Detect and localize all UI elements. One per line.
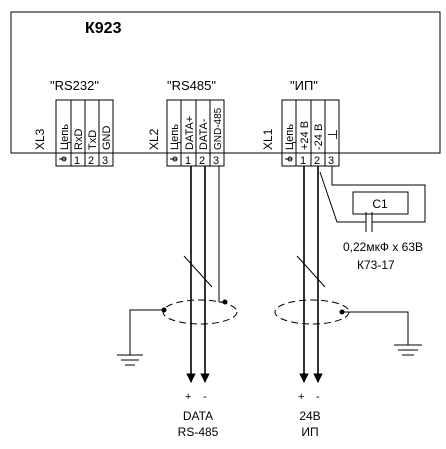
capacitor-lead-minus: [319, 171, 366, 223]
pin-number-3: 3: [213, 155, 219, 167]
pin-number-1: 1: [185, 155, 191, 167]
device-title: К923: [85, 20, 122, 37]
connector-xl2: "RS485" XL2 Цепь DATA+ DATA- GND-485 1 2…: [147, 78, 225, 167]
pin-number-2: 2: [199, 155, 205, 167]
ground-tap-icon: [59, 156, 67, 162]
pin-label-gnd: GND: [101, 126, 113, 151]
twisted-pair-mark: [183, 255, 213, 288]
connector-group-label: "RS485": [167, 78, 216, 93]
connector-id: XL3: [33, 128, 47, 150]
pin-label-circuit: Цепь: [59, 124, 71, 150]
shield-ground-wire: [342, 311, 409, 345]
pin-label-minus-24v: -24 В: [313, 124, 325, 150]
capacitor-value: 0,22мкФ х 63В: [343, 240, 423, 254]
ground-tap-icon: [285, 156, 293, 162]
data-output-label-1: DATA: [183, 409, 213, 423]
connector-xl3: "RS232" XL3 Цепь RxD TxD GND 1 2 3: [33, 78, 114, 167]
rs485-cable: + - DATA RS-485: [117, 166, 238, 439]
plus-sign: +: [298, 391, 304, 403]
pin-number-3: 3: [328, 155, 334, 167]
pin-label-circuit: Цепь: [284, 124, 296, 150]
connector-xl1: "ИП" XL1 Цепь +24 В -24 В ⊥ 1 2 3: [261, 78, 340, 167]
pin-number-2: 2: [314, 155, 320, 167]
ground-icon: [394, 344, 422, 356]
power-output-label-1: 24В: [299, 409, 320, 423]
data-output-label-2: RS-485: [178, 425, 219, 439]
pin-label-data-minus: DATA-: [198, 118, 210, 150]
capacitor-type: К73-17: [357, 258, 395, 272]
power-cable: + - 24В ИП: [274, 166, 422, 439]
pin-label-plus-24v: +24 В: [299, 121, 311, 150]
cable-shield: [274, 299, 350, 325]
pin-label-data-plus: DATA+: [184, 116, 196, 150]
ground-tap-icon: [170, 156, 178, 162]
device-k923: К923: [10, 11, 441, 154]
pin-number-2: 2: [88, 155, 94, 167]
ground-symbol-label: ⊥: [325, 129, 340, 140]
pin-label-circuit: Цепь: [169, 124, 181, 150]
pin-number-1: 1: [300, 155, 306, 167]
capacitor-ref: C1: [372, 197, 388, 211]
capacitor-c1: C1 0,22мкФ х 63В К73-17: [319, 166, 426, 272]
pin-number-1: 1: [74, 155, 80, 167]
connector-group-label: "ИП": [290, 78, 318, 93]
minus-sign: -: [316, 391, 320, 403]
connector-id: XL2: [147, 128, 161, 150]
connector-id: XL1: [261, 128, 275, 150]
pin-number-3: 3: [102, 155, 108, 167]
minus-sign: -: [203, 391, 207, 403]
ground-icon: [117, 354, 143, 366]
pin-label-rxd: RxD: [73, 129, 85, 150]
twisted-pair-mark: [296, 255, 326, 288]
connector-group-label: "RS232": [50, 78, 99, 93]
capacitor-lead-ground: [331, 166, 426, 223]
pin-label-gnd-485: GND-485: [213, 107, 224, 150]
device-outline: [10, 11, 441, 154]
pin-label-txd: TxD: [87, 130, 99, 150]
plus-sign: +: [185, 391, 191, 403]
capacitor-ref-box: [352, 191, 409, 215]
shield-ground-wire: [129, 309, 164, 355]
power-output-label-2: ИП: [301, 425, 318, 439]
